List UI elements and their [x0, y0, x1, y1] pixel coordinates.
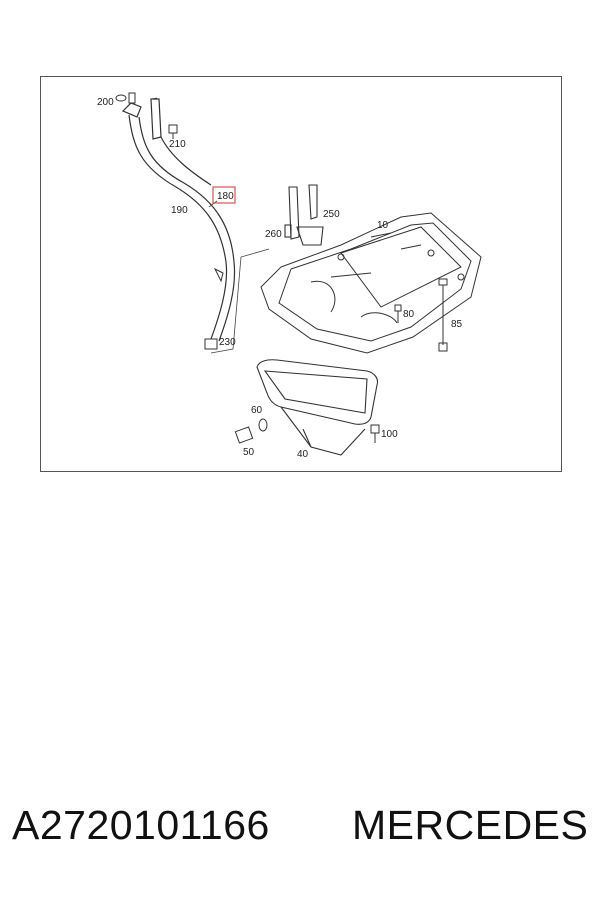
clip-230 — [204, 267, 224, 350]
bolt-80 — [394, 304, 402, 323]
callout-85: 85 — [451, 319, 463, 330]
bolt-85 — [438, 278, 448, 352]
bolt-100 — [370, 424, 380, 443]
drain-plug — [234, 418, 268, 444]
dipstick-cap — [115, 92, 136, 104]
callout-80: 80 — [403, 309, 415, 320]
product-caption: A2720101166 MERCEDES — [0, 802, 600, 862]
leader-lines — [150, 97, 270, 354]
callout-190: 190 — [171, 205, 188, 216]
callout-50: 50 — [243, 447, 255, 458]
lower-oil-pan — [256, 359, 379, 456]
part-number: A2720101166 — [12, 802, 270, 848]
oil-pickup-tube — [284, 184, 324, 246]
callout-60: 60 — [251, 405, 263, 416]
callout-210: 210 — [169, 139, 186, 150]
parts-diagram: 200 210 180 190 250 10 260 230 80 85 60 … — [40, 76, 562, 472]
upper-oil-pan — [260, 212, 482, 354]
callout-200: 200 — [97, 97, 114, 108]
dipstick-tube — [121, 98, 236, 342]
callout-10: 10 — [377, 220, 389, 231]
callout-40: 40 — [297, 449, 309, 460]
callout-180: 180 — [217, 191, 234, 202]
callout-100: 100 — [381, 429, 398, 440]
callout-180-highlight — [212, 186, 236, 204]
callout-250: 250 — [323, 209, 340, 220]
parts-diagram-drawing: 200 210 180 190 250 10 260 230 80 85 60 … — [97, 92, 482, 460]
brand-name: MERCEDES — [352, 802, 589, 848]
callout-230: 230 — [219, 337, 236, 348]
bolt-210 — [168, 124, 178, 139]
callout-260: 260 — [265, 229, 282, 240]
